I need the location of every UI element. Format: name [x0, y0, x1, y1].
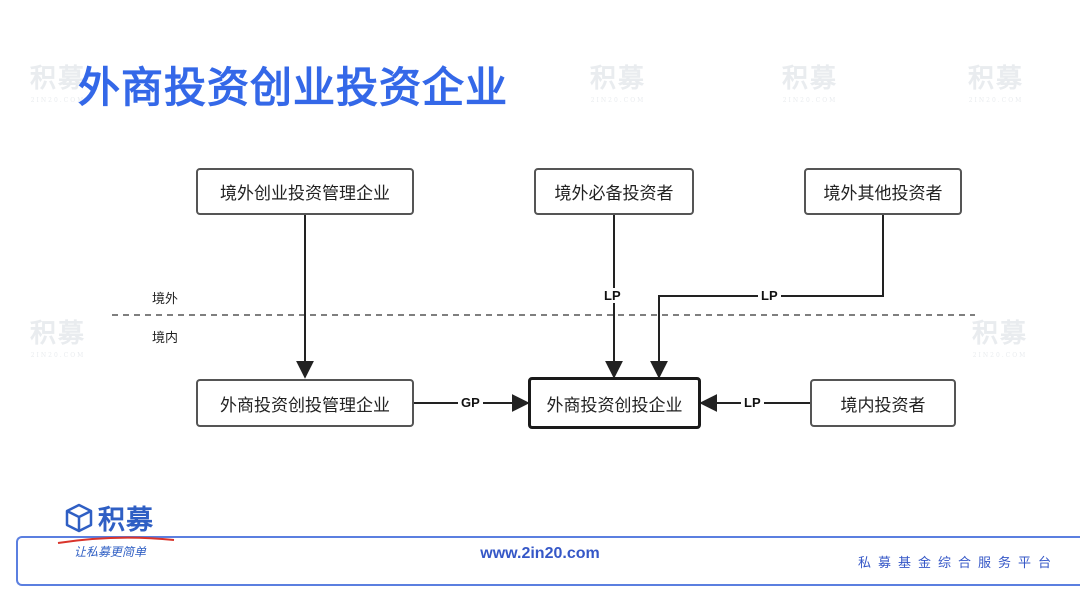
- cube-logo-icon: [65, 503, 93, 532]
- edge-label-lp-essential: LP: [601, 288, 624, 303]
- swoosh-icon: [57, 536, 175, 544]
- edge-label-lp-domestic: LP: [741, 395, 764, 410]
- edge-label-gp: GP: [458, 395, 483, 410]
- node-fie-vc-manager: 外商投资创投管理企业: [196, 379, 414, 427]
- node-fie-vc-enterprise: 外商投资创投企业: [528, 377, 701, 429]
- footer-slogan: 私募基金综合服务平台: [857, 556, 1058, 571]
- region-label-outside: 境外: [152, 292, 179, 307]
- footer-bar: [16, 536, 1080, 586]
- edge-label-lp-other: LP: [758, 288, 781, 303]
- node-foreign-essential-investor: 境外必备投资者: [534, 168, 694, 215]
- node-foreign-vc-manager: 境外创业投资管理企业: [196, 168, 414, 215]
- brand-name: 积募: [98, 505, 154, 536]
- website-link[interactable]: www.2in20.com: [480, 545, 600, 562]
- brand-tagline: 让私募更简单: [74, 545, 147, 559]
- node-foreign-other-investor: 境外其他投资者: [804, 168, 962, 215]
- region-label-inside: 境内: [152, 331, 179, 346]
- brand-logo[interactable]: 积募: [64, 498, 154, 537]
- node-domestic-investor: 境内投资者: [810, 379, 956, 427]
- page-title: 外商投资创业投资企业: [78, 63, 509, 112]
